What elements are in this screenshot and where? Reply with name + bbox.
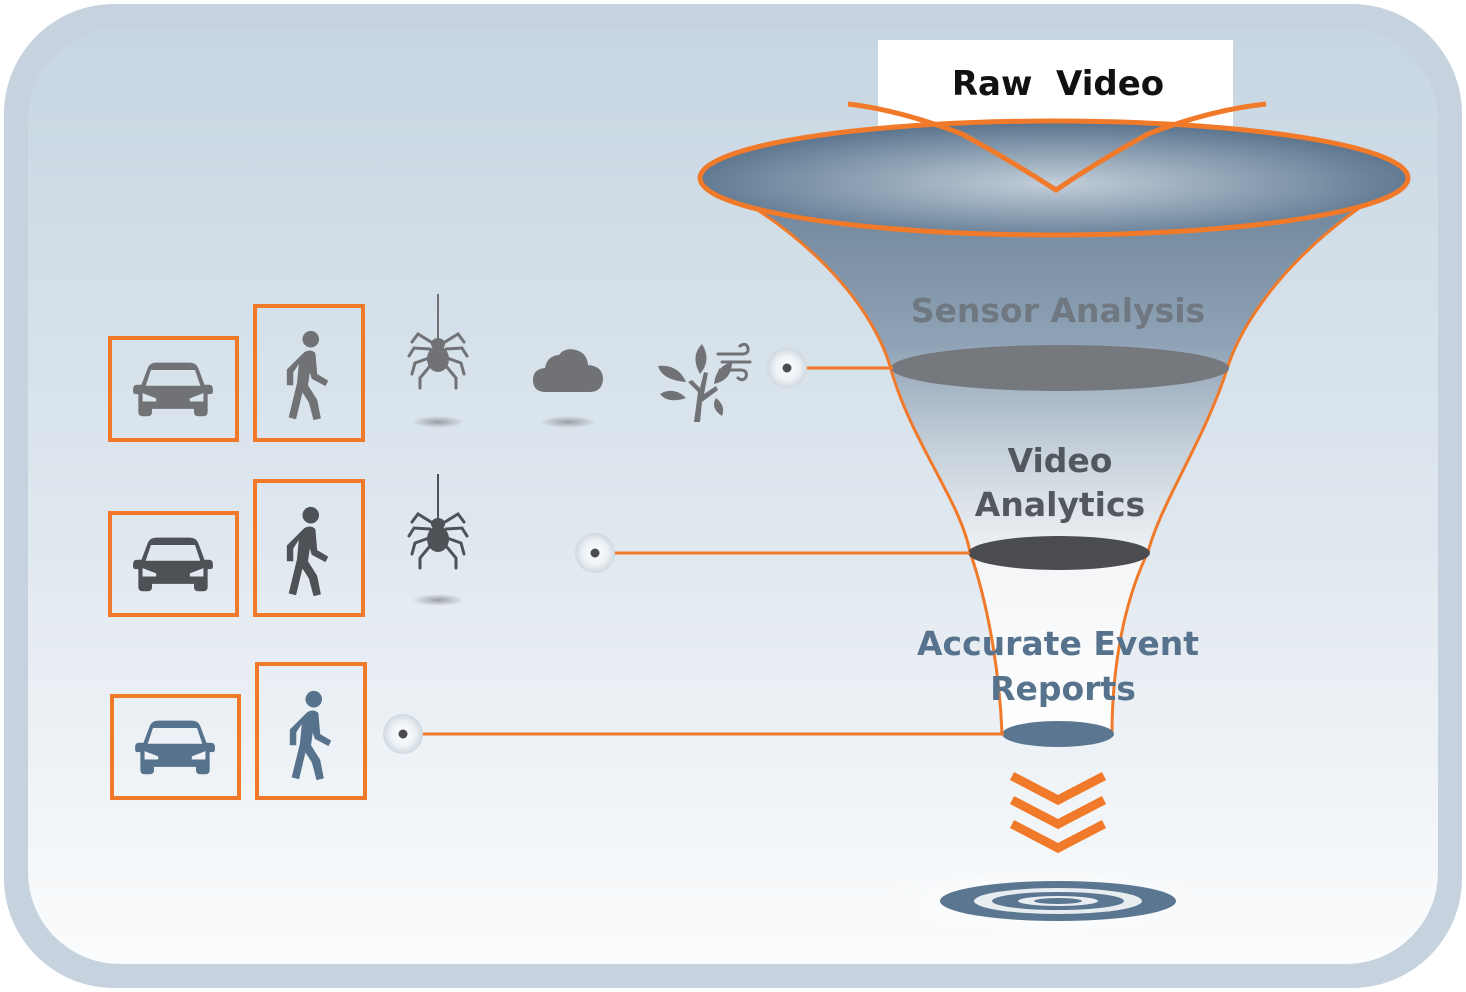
video-analytics-label-line2: Analytics xyxy=(975,485,1145,524)
output-chevrons xyxy=(1009,772,1107,854)
raw-video-label: Raw Video xyxy=(952,64,1164,104)
car-detection-box xyxy=(110,694,241,800)
chevron-down-icon xyxy=(1009,796,1107,830)
car-detection-box xyxy=(108,511,239,617)
video-analytics-label-line1: Video xyxy=(1008,441,1113,480)
chevron-down-icon xyxy=(1009,820,1107,854)
video-input-chevron xyxy=(847,101,1267,194)
row-video-analytics xyxy=(108,474,467,617)
row-1-bullet xyxy=(767,348,807,388)
funnel-mouth xyxy=(697,118,1411,238)
sensor-analysis-disc xyxy=(891,345,1229,391)
person-detection-box xyxy=(255,662,367,800)
person-detection-box xyxy=(253,479,365,617)
event-reports-disc xyxy=(1002,721,1114,747)
cloud-shadow xyxy=(540,416,596,428)
sensor-analysis-label: Sensor Analysis xyxy=(911,291,1205,330)
video-analytics-disc xyxy=(968,536,1150,570)
person-detection-box xyxy=(253,304,365,442)
event-reports-label-line2: Reports xyxy=(990,669,1136,708)
row-3-bullet xyxy=(383,714,423,754)
spider-shadow xyxy=(412,594,464,606)
event-reports-label-line1: Accurate Event xyxy=(917,624,1199,663)
funnel-right-edge xyxy=(1110,176,1409,735)
spider-shadow xyxy=(412,416,464,428)
car-detection-box xyxy=(108,336,239,442)
funnel-body xyxy=(700,178,1408,734)
target-icon xyxy=(940,881,1176,921)
row-sensor-analysis xyxy=(108,294,750,442)
row-accurate-events xyxy=(110,662,367,800)
row-2-bullet xyxy=(575,533,615,573)
chevron-down-icon xyxy=(1009,772,1107,806)
funnel-left-edge xyxy=(699,176,1004,735)
